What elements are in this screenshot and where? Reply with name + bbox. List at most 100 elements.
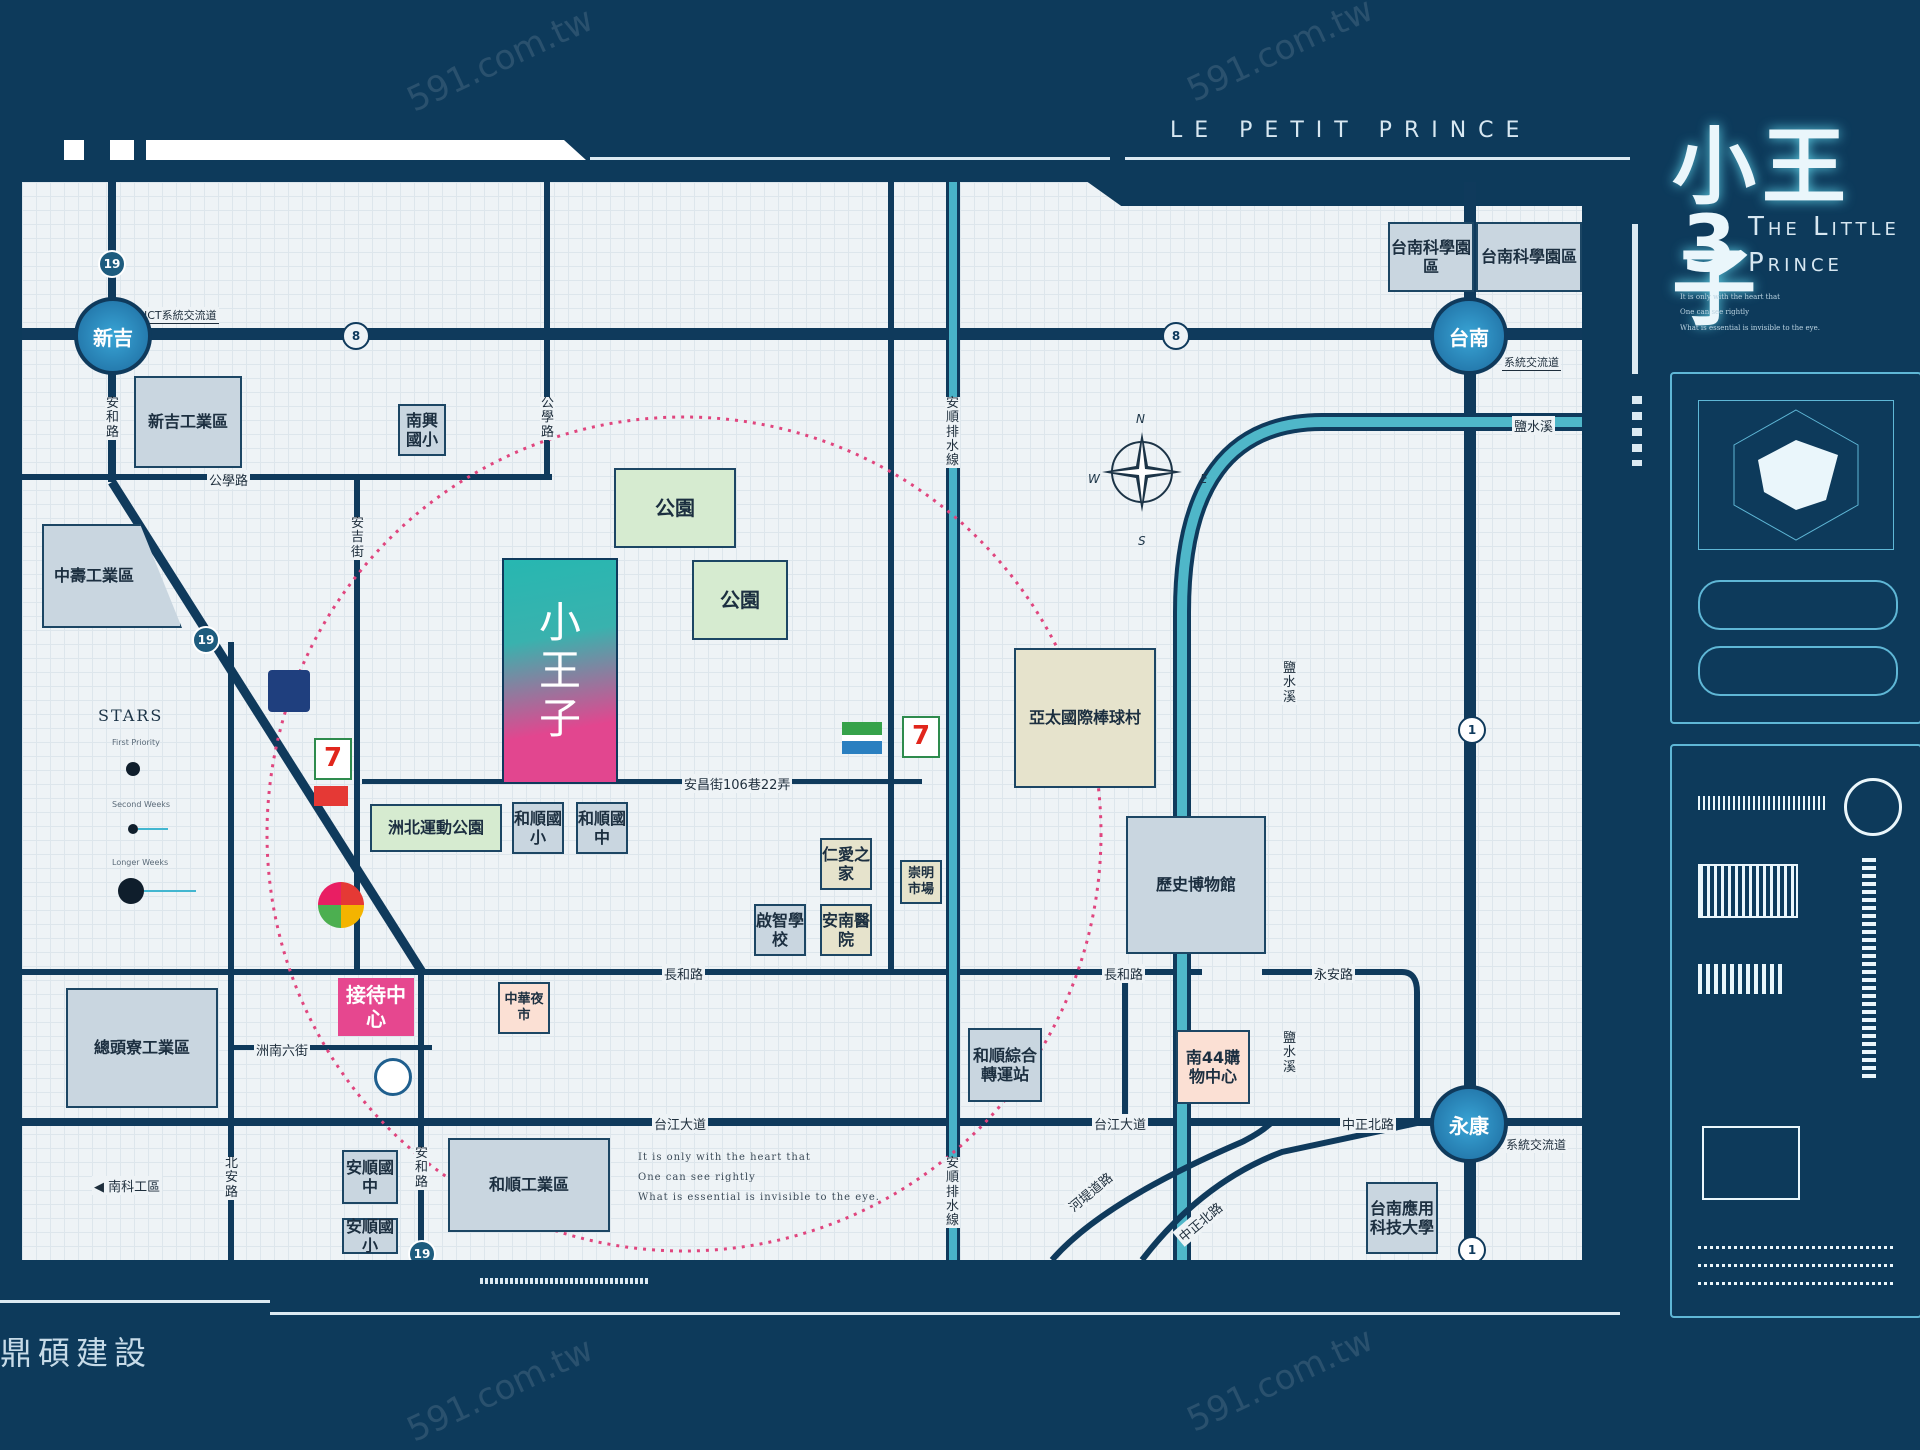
legend-line-2 <box>138 828 168 830</box>
compass-s: S <box>1138 534 1146 548</box>
jct-tainan: 系統交流道 <box>1502 354 1561 371</box>
road-zhounan <box>232 1045 432 1050</box>
place-science-1: 台南科學園區 <box>1388 222 1474 292</box>
legend-item-2: Second Weeks <box>112 800 171 809</box>
legend-dot-2 <box>128 824 138 834</box>
chart-box-icon <box>1702 1126 1800 1200</box>
highway-19-icon: 19 <box>98 250 126 278</box>
label-anhe-left: 安和路 <box>105 396 120 440</box>
place-hesun-transfer: 和順綜合轉運站 <box>968 1028 1042 1102</box>
watermark: 591.com.tw <box>400 0 600 121</box>
label-zhongzheng: 中正北路 <box>1340 1114 1397 1133</box>
node-yongkang: 永康 <box>1430 1085 1508 1163</box>
label-anhe-bottom: 安和路 <box>414 1146 429 1190</box>
header-quote-1: It is only with the heart that <box>1680 293 1780 301</box>
label-anchang: 安昌街106巷22弄 <box>682 774 793 793</box>
hud-radar-panel <box>1670 372 1920 724</box>
store-icon <box>314 786 348 806</box>
frame-line <box>590 157 1110 160</box>
title-number: 3 <box>1682 200 1737 290</box>
label-anshun-top: 安順排水線 <box>945 396 960 469</box>
frame-bar <box>110 140 134 160</box>
school-badge-icon <box>374 1058 412 1096</box>
watermark: 591.com.tw <box>400 1329 600 1450</box>
project-char-1: 小 <box>538 597 581 647</box>
legend-dot-3 <box>118 878 144 904</box>
place-park-2: 公園 <box>692 560 788 640</box>
cinema-icon <box>268 670 310 712</box>
label-yongan: 永安路 <box>1312 964 1356 983</box>
node-xinji: 新吉 <box>74 297 152 375</box>
place-hesun-elem: 和順國小 <box>512 802 564 854</box>
label-changhe-1: 長和路 <box>662 964 706 983</box>
map-area: 公學路 安和路 公學路 安吉街 安昌街106巷22弄 長和路 長和路 永安路 台… <box>22 182 1582 1260</box>
road-anchang <box>362 779 922 784</box>
place-yatai: 亞太國際棒球村 <box>1014 648 1156 788</box>
jct-yongkang: 系統交流道 <box>1504 1136 1569 1153</box>
node-tainan: 台南 <box>1430 297 1508 375</box>
quote-line-1: It is only with the heart that <box>638 1152 811 1163</box>
frame-bar <box>64 140 84 160</box>
highway-8-icon: 8 <box>1162 322 1190 350</box>
highway-19-icon: 19 <box>408 1240 436 1260</box>
place-jiutou-ind: 總頭寮工業區 <box>66 988 218 1108</box>
familymart-icon <box>842 722 882 754</box>
place-nanxing: 南興國小 <box>398 404 446 456</box>
header-quote-2: One can see rightly <box>1680 308 1750 317</box>
road-gongxue <box>22 474 552 480</box>
project-little-prince: 小 王 子 <box>502 558 618 784</box>
jct-xinji: JCT系統交流道 <box>142 307 219 324</box>
hud-card-icon <box>1698 646 1898 696</box>
legend-dot-1 <box>126 762 140 776</box>
label-yanshui-top: 鹽水溪 <box>1512 416 1556 435</box>
compass-icon <box>1102 432 1182 512</box>
place-hesun-mid: 和順國中 <box>576 802 628 854</box>
place-nan44: 南44購物中心 <box>1176 1030 1250 1104</box>
road-market <box>888 182 894 972</box>
bar-chart-icon <box>1698 864 1798 918</box>
title-english-2: Prince <box>1748 248 1843 278</box>
developer-name: 鼎碩建設 <box>0 1334 153 1372</box>
place-science-2: 台南科學園區 <box>1476 222 1582 292</box>
legend-item-1: First Priority <box>112 738 160 747</box>
legend-title: STARS <box>98 706 164 725</box>
convenience-store-icon: 7 <box>902 716 940 758</box>
highway-1-icon: 1 <box>1458 1236 1486 1260</box>
label-taijiang-1: 台江大道 <box>652 1114 709 1133</box>
watermark: 591.com.tw <box>1180 0 1380 111</box>
place-anshun-mid: 安順國中 <box>342 1150 398 1204</box>
quote-line-2: One can see rightly <box>638 1172 756 1183</box>
label-gongxue-v: 公學路 <box>540 396 555 440</box>
place-annan-hosp: 安南醫院 <box>820 904 872 956</box>
road-anhe-bottom <box>418 972 424 1260</box>
convenience-store-icon: 7 <box>314 738 352 780</box>
place-zhonghua-night: 中華夜市 <box>498 982 550 1034</box>
shop-icon <box>318 882 364 928</box>
map-quote: It is only with the heart that One can s… <box>638 1148 880 1208</box>
label-yanshui-bottom: 鹽水溪 <box>1282 1031 1297 1075</box>
frame-line <box>1125 157 1630 160</box>
road-beian <box>228 642 234 1260</box>
subtitle-english: LE PETIT PRINCE <box>1170 118 1532 143</box>
place-park-1: 公園 <box>614 468 736 548</box>
place-tainan-univ: 台南應用科技大學 <box>1366 1182 1438 1254</box>
reception-center: 接待中心 <box>338 978 414 1036</box>
compass-n: N <box>1136 412 1145 426</box>
road-taijiang <box>22 1118 1582 1126</box>
quote-line-3: What is essential is invisible to the ey… <box>638 1192 880 1203</box>
label-changhe-2: 長和路 <box>1102 964 1146 983</box>
header-quote: It is only with the heart that One can s… <box>1680 290 1820 336</box>
place-xinji-ind: 新吉工業區 <box>134 376 242 468</box>
compass-w: W <box>1088 472 1100 486</box>
radar-chart-icon <box>1698 400 1894 550</box>
target-icon <box>1844 778 1902 836</box>
compass-e: E <box>1200 472 1208 486</box>
label-anji: 安吉街 <box>350 516 365 560</box>
label-beian: 北安路 <box>224 1156 239 1200</box>
highway-8-icon: 8 <box>342 322 370 350</box>
title-chinese: 小王子 <box>1672 118 1853 337</box>
equalizer-icon <box>1698 964 1782 994</box>
hud-stats-panel <box>1670 744 1920 1318</box>
road-changhe <box>22 969 1202 975</box>
place-history: 歷史博物館 <box>1126 816 1266 954</box>
